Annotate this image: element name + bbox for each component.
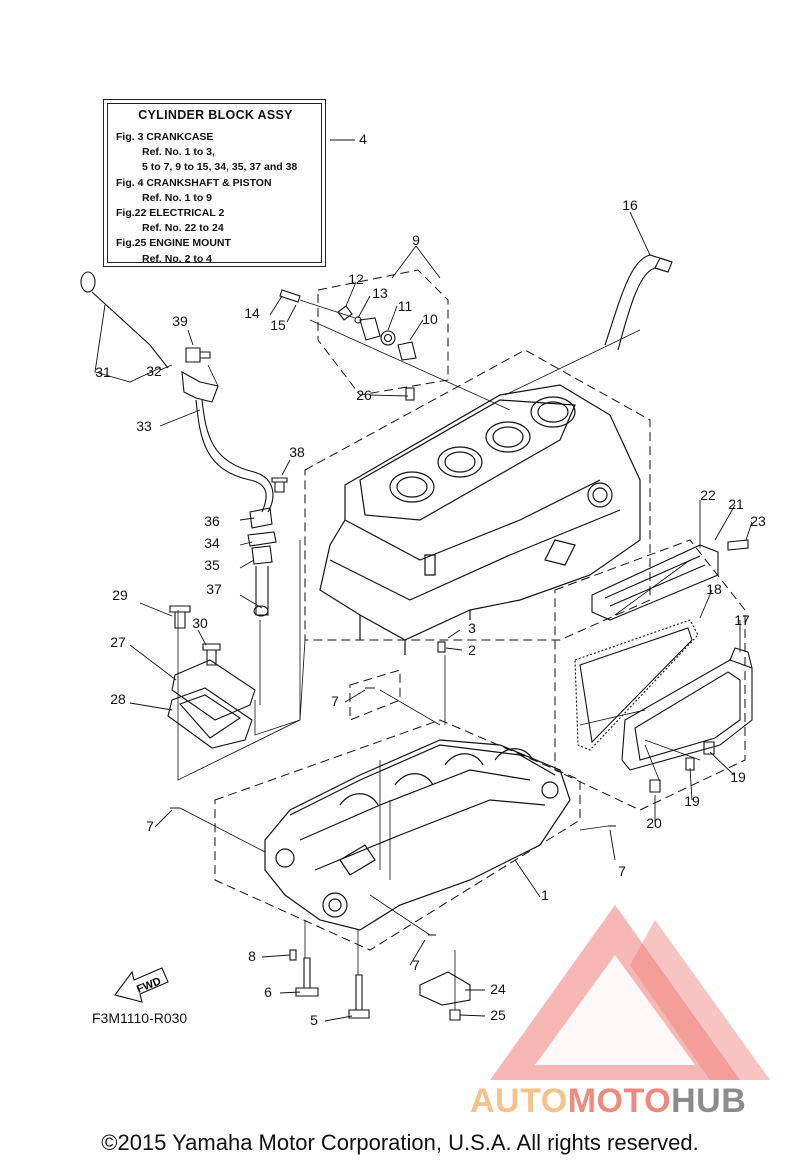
watermark-auto: AUTO [470, 1082, 568, 1120]
reference-box-title: CYLINDER BLOCK ASSY [138, 108, 293, 122]
breather-hose [604, 254, 673, 351]
callout-14: 14 [244, 305, 260, 321]
automotohub-logo [490, 905, 770, 1080]
cover-plate [167, 659, 256, 749]
callout-24: 24 [490, 981, 506, 997]
callout-4: 4 [359, 131, 367, 147]
callout-31: 31 [95, 364, 111, 380]
callout-38: 38 [289, 444, 305, 460]
reference-line: Ref. No. 1 to 3, [142, 146, 215, 159]
callout-28: 28 [110, 691, 126, 707]
callout-35: 35 [204, 557, 220, 573]
callout-3: 3 [468, 620, 476, 636]
callout-39: 39 [172, 313, 188, 329]
callout-23: 23 [750, 513, 766, 529]
callout-37: 37 [206, 581, 222, 597]
callout-1: 1 [541, 887, 549, 903]
callout-2: 2 [468, 642, 476, 658]
callout-27: 27 [110, 634, 126, 650]
dashed-assembly-outlines [214, 269, 746, 951]
reference-line: Ref. No. 2 to 4 [142, 252, 213, 265]
callout-30: 30 [192, 615, 208, 631]
callout-7: 7 [412, 957, 420, 973]
center-lines [177, 299, 701, 1010]
callout-5: 5 [310, 1012, 318, 1028]
callout-7: 7 [331, 693, 339, 709]
callout-34: 34 [204, 535, 220, 551]
callout-8: 8 [248, 948, 256, 964]
callout-29: 29 [112, 587, 128, 603]
callout-numbers: 1234567777891011121314151617181919202122… [95, 131, 766, 1028]
callout-13: 13 [372, 285, 388, 301]
reference-line: Fig. 4 CRANKSHAFT & PISTON [116, 176, 272, 189]
callout-9: 9 [412, 232, 420, 248]
fwd-label: FWD [135, 975, 163, 996]
reference-line: Fig.22 ELECTRICAL 2 [116, 207, 225, 220]
reference-line: Fig. 3 CRANKCASE [116, 131, 214, 143]
callout-19: 19 [684, 793, 700, 809]
copyright-notice: ©2015 Yamaha Motor Corporation, U.S.A. A… [101, 1130, 699, 1155]
callout-22: 22 [700, 487, 716, 503]
watermark-hub: HUB [671, 1082, 747, 1120]
callout-15: 15 [270, 317, 286, 333]
callout-7: 7 [618, 863, 626, 879]
figure-code: F3M1110-R030 [92, 1010, 188, 1026]
reference-line: Fig.25 ENGINE MOUNT [116, 237, 231, 250]
callout-25: 25 [490, 1007, 506, 1023]
bolts [169, 289, 749, 1021]
watermark-text: AUTOMOTOHUB [470, 1082, 746, 1121]
crankcase [264, 739, 571, 931]
side-cover-gasket [574, 619, 699, 751]
reference-line: 5 to 7, 9 to 15, 34, 35, 37 and 38 [142, 161, 298, 174]
callout-26: 26 [356, 387, 372, 403]
reference-box: CYLINDER BLOCK ASSY Fig. 3 CRANKCASE Ref… [103, 99, 326, 267]
bracket-24 [419, 971, 471, 1006]
callout-19: 19 [730, 769, 746, 785]
electrical-bracket [591, 544, 719, 621]
callout-33: 33 [136, 418, 152, 434]
callout-32: 32 [146, 363, 162, 379]
callout-17: 17 [734, 612, 750, 628]
callout-21: 21 [728, 496, 744, 512]
callout-20: 20 [646, 815, 662, 831]
callout-6: 6 [264, 984, 272, 1000]
thermostat-group [354, 316, 417, 361]
leader-lines [94, 139, 753, 1022]
reference-line: Ref. No. 22 to 24 [142, 222, 224, 235]
fwd-arrow-icon [114, 967, 169, 1003]
callout-10: 10 [422, 311, 438, 327]
callout-36: 36 [204, 513, 220, 529]
callout-7: 7 [146, 818, 154, 834]
cylinder-block [319, 384, 641, 655]
callout-11: 11 [398, 298, 413, 314]
callout-12: 12 [348, 271, 364, 287]
callout-18: 18 [706, 581, 722, 597]
reference-line: Ref. No. 1 to 9 [142, 191, 213, 204]
dowel-pins [170, 387, 616, 961]
watermark-moto: MOTO [567, 1082, 672, 1120]
side-cover [621, 647, 753, 771]
callout-16: 16 [622, 197, 638, 213]
